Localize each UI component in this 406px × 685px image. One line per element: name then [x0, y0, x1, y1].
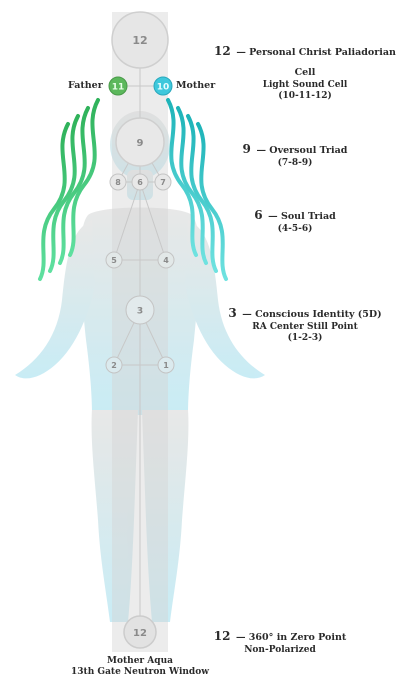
node-3: 3 — [126, 296, 154, 324]
svg-text:12: 12 — [132, 34, 147, 47]
mother-aqua-label: Mother Aqua 13th Gate Neutron Window — [60, 656, 220, 679]
svg-text:12: 12 — [133, 628, 147, 639]
zero-point-subtitle: Non-Polarized — [195, 645, 365, 656]
svg-text:9: 9 — [137, 138, 144, 149]
conscious-title: — Conscious Identity (5D) — [242, 309, 381, 320]
mother-aqua-line2: 13th Gate Neutron Window — [60, 667, 220, 678]
conscious-range: (1-2-3) — [210, 333, 400, 344]
svg-text:5: 5 — [111, 256, 117, 265]
svg-text:7: 7 — [160, 178, 166, 187]
node-7: 7 — [155, 174, 171, 190]
zero-point-label: 12 — 360° in Zero Point Non-Polarized — [195, 625, 365, 656]
zero-point-title: — 360° in Zero Point — [236, 632, 346, 643]
node-5: 5 — [106, 252, 122, 268]
cell-title: — Personal Christ Paliadorian Cell — [236, 47, 396, 78]
svg-text:2: 2 — [111, 361, 117, 370]
conscious-subtitle: RA Center Still Point — [210, 322, 400, 333]
node-8: 8 — [110, 174, 126, 190]
cell-label: 12 — Personal Christ Paliadorian Cell Li… — [205, 40, 405, 103]
svg-text:4: 4 — [163, 256, 169, 265]
node-9: 9 — [116, 118, 164, 166]
svg-text:8: 8 — [115, 178, 121, 187]
node-6: 6 — [132, 174, 148, 190]
node-10-mother: 10 — [154, 77, 172, 95]
cell-range: (10-11-12) — [205, 91, 405, 102]
zero-point-number: 12 — [214, 629, 231, 643]
mother-aqua-line1: Mother Aqua — [60, 656, 220, 667]
svg-text:10: 10 — [157, 83, 170, 93]
cell-subtitle: Light Sound Cell — [205, 80, 405, 91]
node-4: 4 — [158, 252, 174, 268]
soul-label: 6 — Soul Triad (4-5-6) — [215, 204, 375, 235]
soul-range: (4-5-6) — [215, 224, 375, 235]
svg-text:11: 11 — [112, 83, 125, 93]
soul-title: — Soul Triad — [268, 211, 336, 222]
node-11-father: 11 — [109, 77, 127, 95]
node-1: 1 — [158, 357, 174, 373]
oversoul-range: (7-8-9) — [215, 158, 375, 169]
svg-text:3: 3 — [137, 307, 143, 317]
node-12-top: 12 — [112, 12, 168, 68]
oversoul-label: 9 — Oversoul Triad (7-8-9) — [215, 138, 375, 169]
father-label: Father — [68, 80, 103, 91]
cell-number: 12 — [214, 44, 231, 58]
conscious-label: 3 — Conscious Identity (5D) RA Center St… — [210, 302, 400, 345]
node-2: 2 — [106, 357, 122, 373]
node-12-bottom: 12 — [124, 616, 156, 648]
svg-text:6: 6 — [137, 178, 143, 187]
oversoul-title: — Oversoul Triad — [256, 145, 347, 156]
svg-text:1: 1 — [163, 361, 169, 370]
conscious-number: 3 — [228, 306, 236, 320]
oversoul-number: 9 — [243, 142, 251, 156]
soul-number: 6 — [254, 208, 262, 222]
